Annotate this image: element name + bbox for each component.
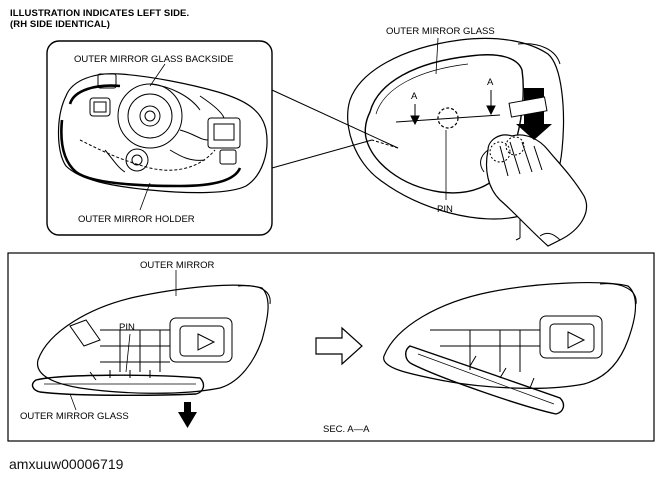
label-section: SEC. A—A xyxy=(323,424,370,435)
figure-caption: amxuuw00006719 xyxy=(9,456,124,472)
label-mirror-glass-top: OUTER MIRROR GLASS xyxy=(386,26,495,37)
arrow-right-icon xyxy=(315,326,363,366)
label-pin-top: PIN xyxy=(437,204,453,215)
outer-mirror-top-illustration xyxy=(347,37,588,247)
outer-mirror-section-left xyxy=(31,270,271,411)
label-mirror-glass-bottom: OUTER MIRROR GLASS xyxy=(20,411,129,422)
pull-arrow-icon xyxy=(508,88,552,140)
header-text: ILLUSTRATION INDICATES LEFT SIDE. (RH SI… xyxy=(10,8,189,30)
label-outer-mirror: OUTER MIRROR xyxy=(140,260,215,271)
glass-backside-illustration xyxy=(57,73,268,194)
label-section-mark-left: A xyxy=(411,91,418,102)
label-section-mark-right: A xyxy=(487,77,494,88)
outer-mirror-section-right xyxy=(383,282,637,415)
section-arrows xyxy=(410,90,496,126)
callout-wedge xyxy=(271,89,399,169)
arrow-down-icon xyxy=(178,402,197,428)
header-line-2: (RH SIDE IDENTICAL) xyxy=(10,19,111,30)
header-line-1: ILLUSTRATION INDICATES LEFT SIDE. xyxy=(10,8,190,19)
detail-panel xyxy=(46,40,273,236)
label-mirror-holder: OUTER MIRROR HOLDER xyxy=(78,214,195,225)
label-pin-bottom: PIN xyxy=(119,322,135,333)
label-glass-backside: OUTER MIRROR GLASS BACKSIDE xyxy=(74,54,234,65)
detail-leaders xyxy=(139,63,166,211)
